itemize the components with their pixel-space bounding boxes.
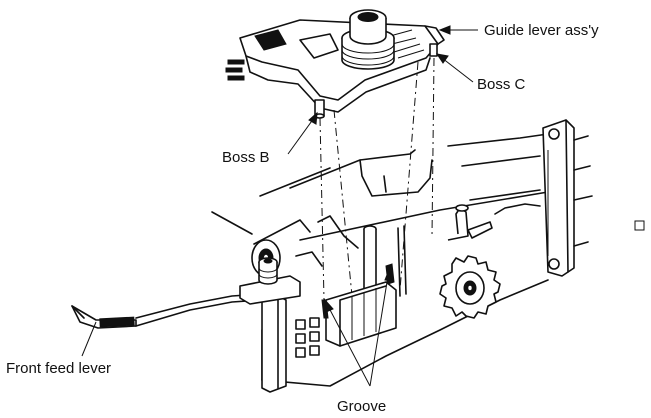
label-front-feed-lever: Front feed lever [6,360,111,377]
gear [439,255,501,319]
alignment-lines [319,57,435,301]
leader-lines [81,25,478,387]
front-feed-lever [71,257,301,329]
label-boss-c: Boss C [477,76,526,93]
label-guide-lever: Guide lever ass'y [484,22,599,39]
label-boss-b: Boss B [222,149,270,166]
label-groove: Groove [337,398,386,415]
guide-lever-assembly [225,9,445,119]
base-chassis [211,119,645,393]
